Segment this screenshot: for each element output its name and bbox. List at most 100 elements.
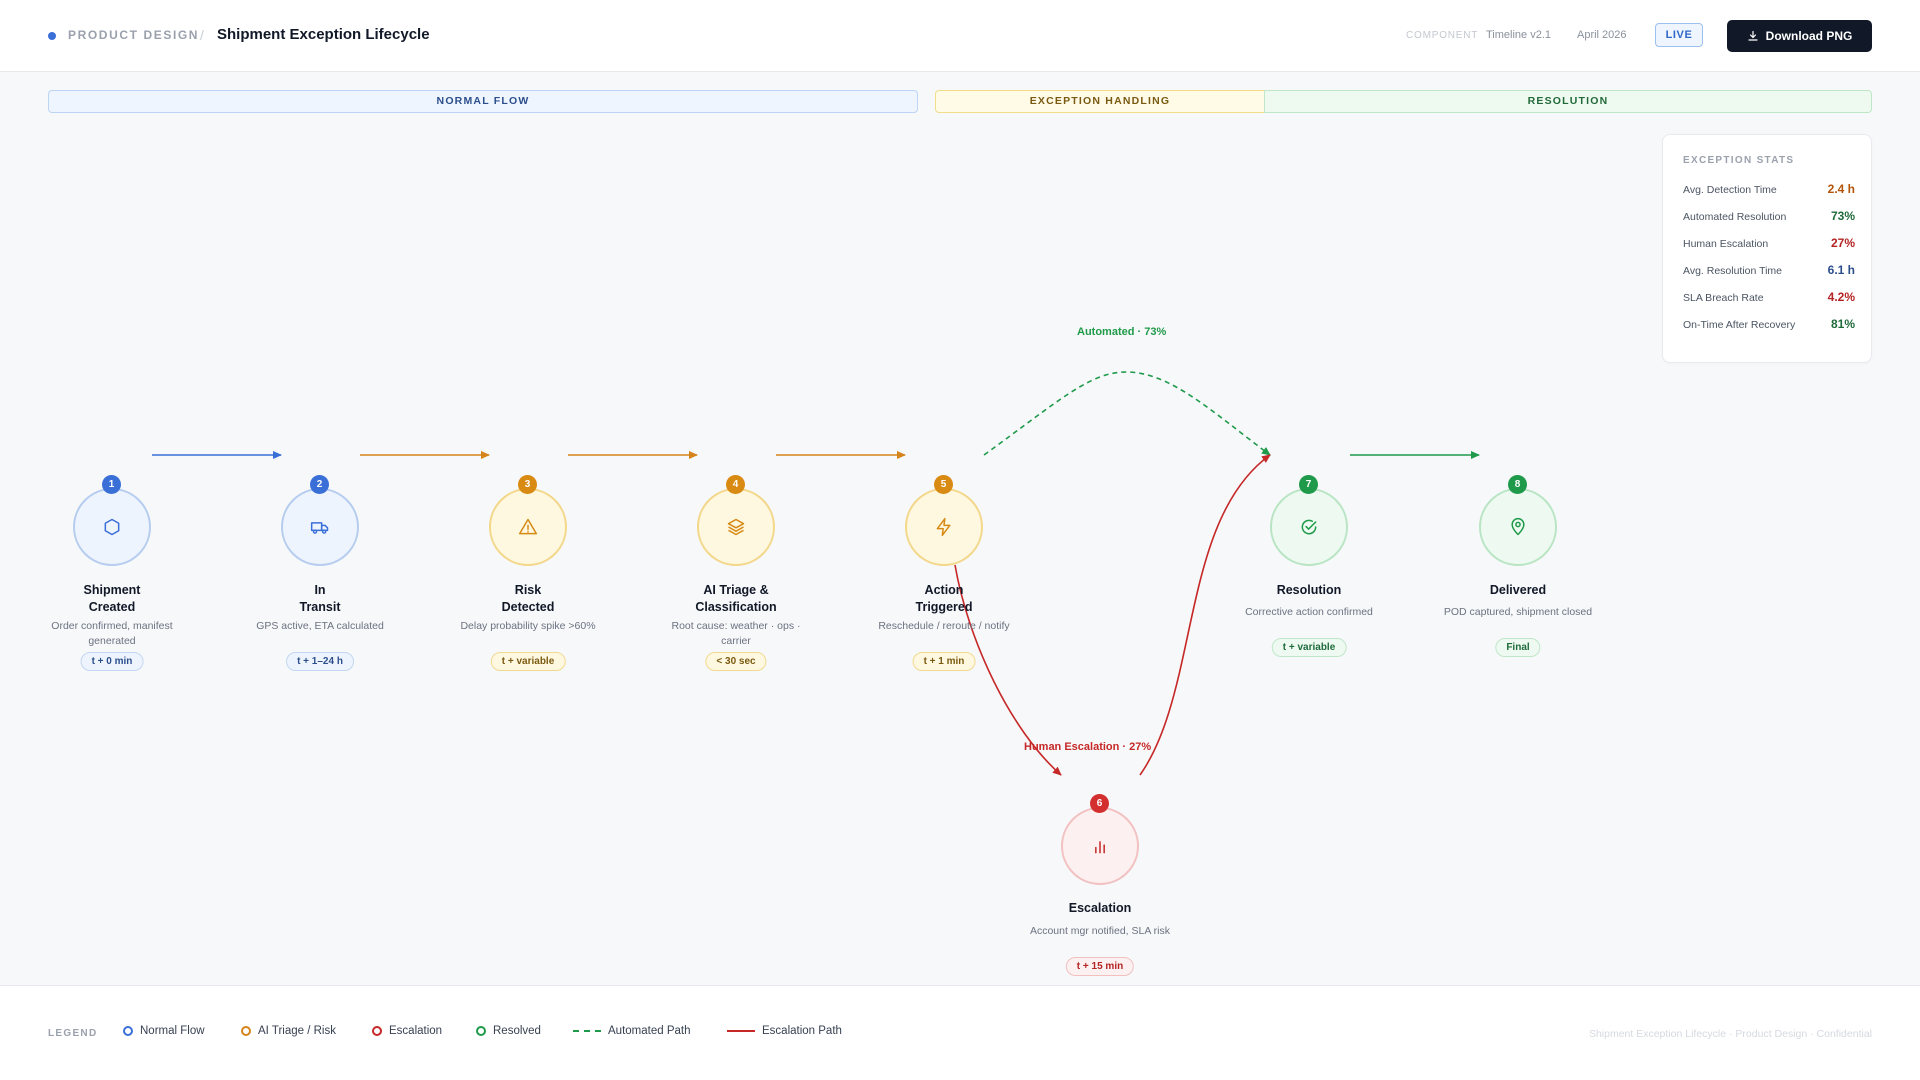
download-png-button[interactable]: Download PNG bbox=[1727, 20, 1872, 52]
download-png-label: Download PNG bbox=[1765, 29, 1853, 43]
node-description: Order confirmed, manifest generated bbox=[51, 620, 173, 647]
timing-pill: Final bbox=[1495, 638, 1541, 657]
legend-automated-path: Automated Path bbox=[573, 1025, 690, 1037]
node-description: Corrective action confirmed bbox=[1245, 606, 1373, 618]
stat-value: 73% bbox=[1830, 209, 1855, 223]
node-description: GPS active, ETA calculated bbox=[256, 620, 384, 632]
bar-chart-icon bbox=[1095, 841, 1105, 854]
escalation-flow-label: Human Escalation · 27% bbox=[1024, 741, 1152, 753]
stat-row: SLA Breach Rate 4.2% bbox=[1683, 290, 1855, 306]
node-in-transit[interactable] bbox=[281, 488, 359, 566]
amber-ring-icon bbox=[241, 1026, 251, 1036]
stat-row: Automated Resolution 73% bbox=[1683, 209, 1855, 225]
node-description: Root cause: weather · ops · carrier bbox=[671, 620, 801, 647]
legend-normal-flow: Normal Flow bbox=[123, 1025, 205, 1037]
stat-value: 27% bbox=[1830, 236, 1855, 250]
stat-value: 2.4 h bbox=[1827, 182, 1855, 196]
phase-exception-handling: EXCEPTION HANDLING bbox=[935, 90, 1265, 113]
node-title: Escalation bbox=[1068, 901, 1132, 915]
step-badge-5: 5 bbox=[934, 475, 953, 494]
timing-pill: t + 15 min bbox=[1065, 957, 1135, 976]
node-title: AI Triage &Classification bbox=[695, 583, 777, 614]
legend-escalation-path: Escalation Path bbox=[727, 1025, 842, 1037]
phase-resolution: RESOLUTION bbox=[1264, 90, 1872, 113]
legend-title: LEGEND bbox=[48, 1028, 98, 1039]
legend-ai-triage: AI Triage / Risk bbox=[241, 1025, 336, 1037]
step-badge-4: 4 bbox=[726, 475, 745, 494]
phase-normal-flow: NORMAL FLOW bbox=[48, 90, 918, 113]
node-risk-detected[interactable] bbox=[489, 488, 567, 566]
timing-pill: t + variable bbox=[1271, 638, 1347, 657]
step-badge-6: 6 bbox=[1090, 794, 1109, 813]
automated-path bbox=[983, 371, 1271, 456]
stat-row: Avg. Detection Time 2.4 h bbox=[1683, 182, 1855, 198]
red-ring-icon bbox=[372, 1026, 382, 1036]
layers-icon bbox=[727, 518, 745, 536]
step-badge-2: 2 bbox=[310, 475, 329, 494]
timing-pill: < 30 sec bbox=[705, 652, 767, 671]
live-badge: LIVE bbox=[1655, 23, 1703, 47]
stat-label: On-Time After Recovery bbox=[1683, 319, 1796, 331]
stat-value: 6.1 h bbox=[1827, 263, 1855, 277]
node-description: Account mgr notified, SLA risk bbox=[1029, 925, 1171, 937]
node-title: Delivered bbox=[1489, 583, 1547, 597]
step-badge-1: 1 bbox=[102, 475, 121, 494]
step-badge-3: 3 bbox=[518, 475, 537, 494]
node-description: POD captured, shipment closed bbox=[1443, 606, 1593, 618]
footer-note: Shipment Exception Lifecycle · Product D… bbox=[1588, 1028, 1872, 1040]
dashed-line-icon bbox=[573, 1030, 601, 1032]
section-label: PRODUCT DESIGN bbox=[68, 28, 200, 42]
node-description: Delay probability spike >60% bbox=[460, 620, 596, 632]
step-badge-8: 8 bbox=[1508, 475, 1527, 494]
page-title: Shipment Exception Lifecycle bbox=[217, 26, 430, 43]
green-ring-icon bbox=[476, 1026, 486, 1036]
breadcrumb-separator: / bbox=[200, 27, 204, 43]
timing-pill: t + 0 min bbox=[80, 652, 144, 671]
warning-icon bbox=[518, 518, 538, 535]
section-dot bbox=[48, 32, 56, 40]
node-title: Resolution bbox=[1276, 583, 1342, 597]
package-icon bbox=[104, 518, 120, 536]
node-shipment-created[interactable] bbox=[73, 488, 151, 566]
node-resolution[interactable] bbox=[1270, 488, 1348, 566]
stats-title: EXCEPTION STATS bbox=[1683, 155, 1795, 166]
automated-flow-label: Automated · 73% bbox=[1077, 326, 1167, 338]
check-circle-icon bbox=[1301, 519, 1317, 535]
node-escalation[interactable] bbox=[1061, 807, 1139, 885]
stat-row: Avg. Resolution Time 6.1 h bbox=[1683, 263, 1855, 279]
timing-pill: t + 1 min bbox=[912, 652, 976, 671]
timing-pill: t + variable bbox=[490, 652, 566, 671]
download-icon bbox=[1748, 30, 1758, 41]
stat-value: 4.2% bbox=[1827, 290, 1855, 304]
node-description: Reschedule / reroute / notify bbox=[878, 620, 1010, 632]
exception-stats-card: EXCEPTION STATS Avg. Detection Time 2.4 … bbox=[1662, 134, 1872, 363]
date-label: April 2026 bbox=[1577, 29, 1627, 41]
solid-line-icon bbox=[727, 1030, 755, 1032]
map-pin-icon bbox=[1511, 517, 1525, 536]
timing-pill: t + 1–24 h bbox=[286, 652, 354, 671]
component-label: COMPONENT bbox=[1406, 30, 1479, 41]
stat-label: Avg. Resolution Time bbox=[1683, 265, 1783, 277]
legend-escalation: Escalation bbox=[372, 1025, 442, 1037]
header: PRODUCT DESIGN / Shipment Exception Life… bbox=[0, 0, 1920, 72]
stat-label: Human Escalation bbox=[1683, 238, 1769, 250]
legend-resolved: Resolved bbox=[476, 1025, 541, 1037]
stat-label: SLA Breach Rate bbox=[1683, 292, 1764, 304]
lightning-icon bbox=[936, 517, 951, 537]
node-delivered[interactable] bbox=[1479, 488, 1557, 566]
stat-value: 81% bbox=[1830, 317, 1855, 331]
stat-row: On-Time After Recovery 81% bbox=[1683, 317, 1855, 333]
step-badge-7: 7 bbox=[1299, 475, 1318, 494]
stat-label: Automated Resolution bbox=[1683, 211, 1787, 223]
legend-footer: LEGEND Normal Flow AI Triage / Risk Esca… bbox=[0, 985, 1920, 1080]
component-version: Timeline v2.1 bbox=[1486, 29, 1552, 41]
node-ai-triage[interactable] bbox=[697, 488, 775, 566]
node-action-triggered[interactable] bbox=[905, 488, 983, 566]
stat-row: Human Escalation 27% bbox=[1683, 236, 1855, 252]
blue-ring-icon bbox=[123, 1026, 133, 1036]
truck-icon bbox=[310, 522, 329, 534]
